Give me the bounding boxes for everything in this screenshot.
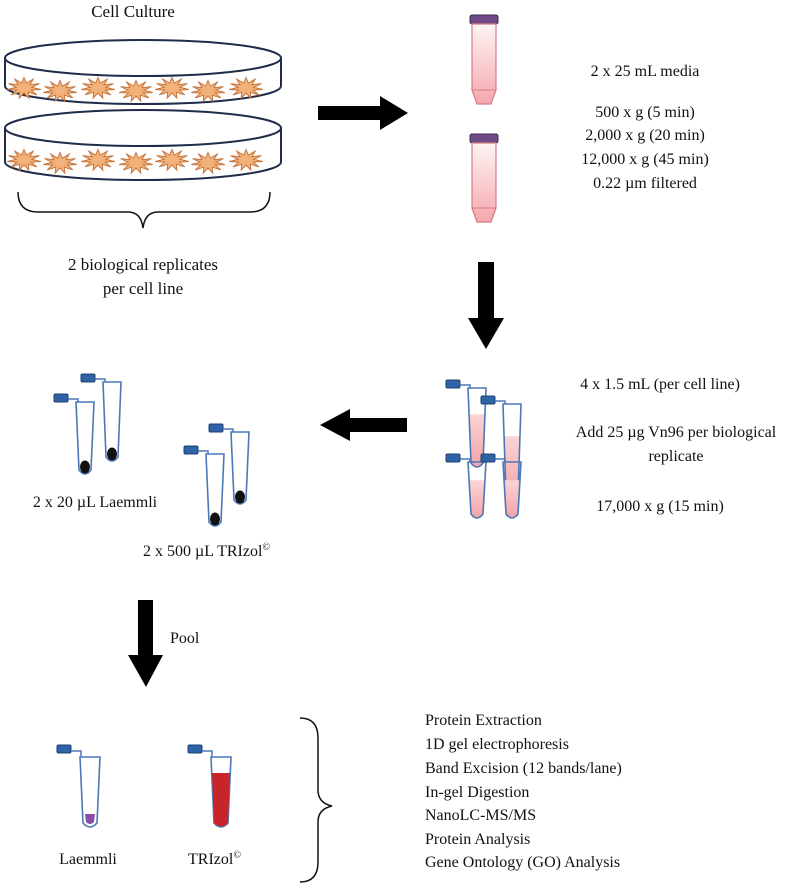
cell-icon [7,148,41,172]
arrow-down-1 [468,262,504,349]
microtube-icon [480,453,522,519]
isolation-volume: 4 x 1.5 mL (per cell line) [580,376,740,393]
falcon-tube-2 [469,133,499,223]
step-item: Band Excision (12 bands/lane) [425,760,622,777]
microtube-icon [183,445,225,527]
falcon-tube-1 [469,14,499,105]
spin-12000g: 12,000 x g (45 min) [581,151,709,168]
cell-icon [43,151,77,175]
cell-layer-top [7,76,263,103]
final-trizol-label: TRIzol© [188,850,241,868]
downstream-brace [299,717,333,883]
cell-icon [155,76,189,100]
trizol-volume: 2 x 500 µL TRIzol© [143,542,270,560]
arrow-left-1 [320,409,407,441]
cell-icon [229,76,263,100]
final-tube-laemmli [56,744,101,828]
microtube-icon [53,393,95,475]
microtube-icon [445,379,487,468]
cell-icon [155,148,189,172]
cell-icon [191,79,225,103]
vn96-line1: Add 25 µg Vn96 per biological [576,424,777,441]
cell-icon [191,151,225,175]
cell-layer-bottom [7,148,263,175]
cell-icon [7,76,41,100]
final-tube-trizol [187,744,232,828]
step-item: NanoLC-MS/MS [425,807,536,824]
step-item: Protein Analysis [425,831,530,848]
isolation-spin: 17,000 x g (15 min) [596,498,724,515]
replicate-brace [17,191,271,229]
microtube-icon [80,373,122,462]
step-item: 1D gel electrophoresis [425,736,569,753]
media-volume: 2 x 25 mL media [591,63,700,80]
replicates-line2: per cell line [103,279,183,298]
micro-tube-group-pellet-1 [53,373,122,475]
arrow-right-1 [318,96,408,130]
cell-culture-title: Cell Culture [91,2,175,21]
petri-dish-bottom [4,109,282,181]
microtube-icon [208,423,250,505]
spin-500g: 500 x g (5 min) [595,104,695,121]
pool-label: Pool [170,630,200,647]
micro-tube-group-pink [445,379,522,519]
filter-label: 0.22 µm filtered [593,175,697,192]
step-item: In-gel Digestion [425,784,529,801]
downstream-steps: Protein Extraction 1D gel electrophoresi… [425,712,622,871]
vn96-line2: replicate [648,448,703,465]
replicates-line1: 2 biological replicates [68,255,218,274]
cell-icon [119,151,153,175]
spin-2000g: 2,000 x g (20 min) [585,127,705,144]
cell-icon [81,148,115,172]
final-laemmli-label: Laemmli [59,851,117,868]
step-item: Protein Extraction [425,712,542,729]
microtube-icon [445,453,487,519]
cell-icon [229,148,263,172]
micro-tube-group-pellet-2 [183,423,250,527]
step-item: Gene Ontology (GO) Analysis [425,854,620,871]
laemmli-volume: 2 x 20 µL Laemmli [33,494,158,511]
petri-dish-top [4,39,282,105]
arrow-down-pool [128,600,163,687]
cell-icon [43,79,77,103]
cell-icon [119,79,153,103]
cell-icon [81,76,115,100]
